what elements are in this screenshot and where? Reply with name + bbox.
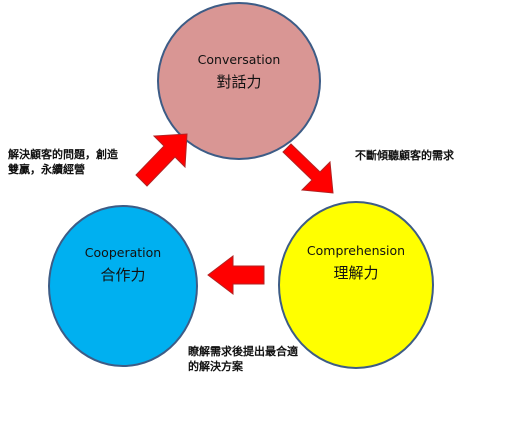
comprehension-label-en: Comprehension [306,242,406,258]
note-solve-problems: 解決顧客的問題，創造雙贏，永續經營 [8,148,118,176]
comprehension-circle: Comprehension 理解力 [278,201,434,369]
cooperation-label-zh: 合作力 [100,265,146,284]
note-propose-solution: 瞭解需求後提出最合適的解決方案 [188,345,298,373]
cooperation-label-en: Cooperation [84,244,162,260]
comprehension-label-zh: 理解力 [333,263,379,282]
conversation-label-en: Conversation [197,52,281,67]
arrow-to-conversation [135,133,188,187]
note-listen-needs: 不斷傾聽顧客的需求 [355,149,454,162]
conversation-label-zh: 對話力 [216,73,262,91]
arrow-to-comprehension [282,143,334,194]
arrow-to-cooperation [207,254,265,296]
cooperation-circle: Cooperation 合作力 [48,205,198,367]
